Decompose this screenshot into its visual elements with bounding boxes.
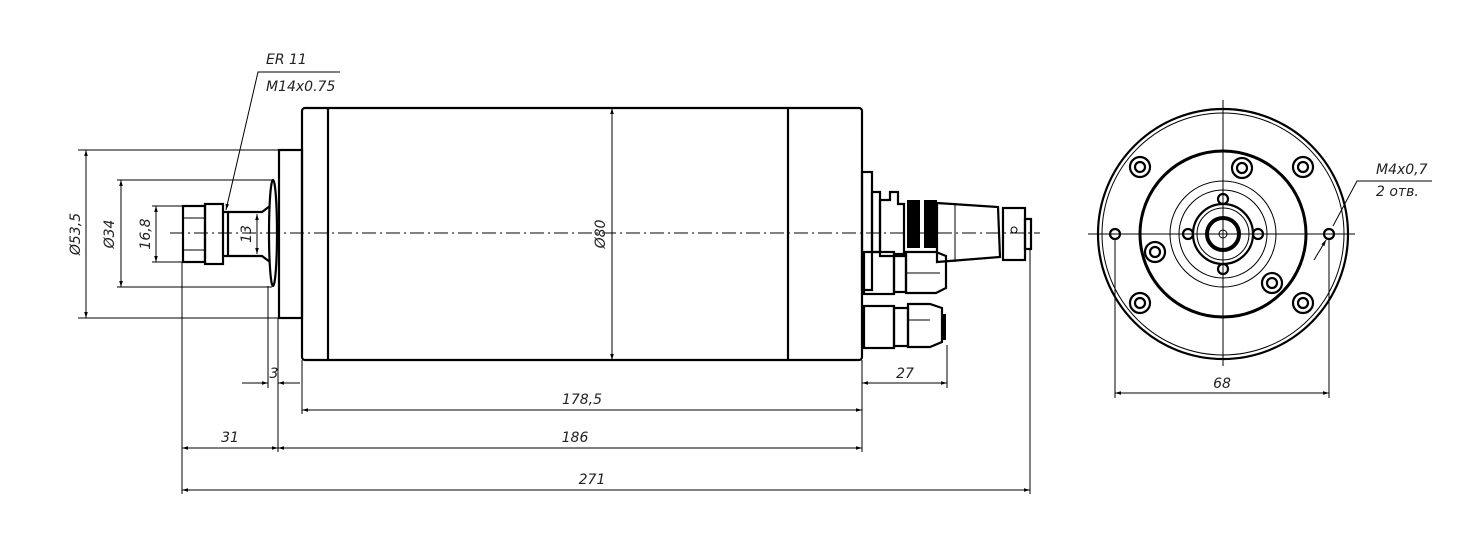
holes-count-label: 2 отв. [1376, 184, 1419, 200]
connector-pins [1205, 216, 1241, 252]
dim-nut: 16,8 [138, 218, 154, 249]
side-view: ER 11 M14x0.75 Ø53,5 Ø34 16,8 13 Ø80 3 2 [68, 52, 1040, 494]
dim-flange-diameter: Ø53,5 [68, 213, 84, 256]
pin [1218, 229, 1228, 239]
bolt-holes [1108, 155, 1336, 315]
collet-nut [181, 204, 207, 264]
nut-ring [203, 202, 225, 266]
collet-leader [225, 71, 340, 211]
dim-flange-thickness: 3 [270, 366, 279, 382]
holes-thread-label: M4x0,7 [1376, 162, 1428, 178]
connector-lower-gland [862, 302, 946, 350]
dim-body-diameter: Ø80 [593, 219, 609, 249]
spindle-neck [223, 205, 271, 263]
leader-arrow [1313, 239, 1327, 261]
collar [267, 178, 279, 288]
connector-circle [1196, 207, 1250, 261]
dim-hole-spacing: 68 [1213, 376, 1231, 392]
dim-collar-diameter: Ø34 [102, 220, 118, 250]
dim-nose-length: 31 [221, 430, 239, 446]
collet-thread-label: M14x0.75 [266, 79, 335, 95]
end-view: 68 M4x0,7 2 отв. [1088, 100, 1432, 398]
hub-circle [1178, 189, 1268, 279]
dim-neck: 13 [239, 225, 255, 243]
motor-body [300, 106, 864, 362]
hub-circle [1169, 180, 1277, 288]
flange-chamfer [1101, 112, 1345, 356]
dim-connector-length: 27 [896, 366, 914, 382]
front-flange [277, 148, 304, 320]
holes-leader [1332, 180, 1432, 227]
rear-cover-circle [1138, 149, 1308, 319]
dim-total-length: 271 [579, 472, 606, 488]
dim-housing-length: 186 [562, 430, 589, 446]
outer-flange-circle [1096, 107, 1350, 361]
collet-type-label: ER 11 [266, 52, 307, 68]
connector-upper-gland [862, 250, 948, 296]
dim-body-length: 178,5 [562, 392, 602, 408]
connector-main [860, 170, 1033, 292]
